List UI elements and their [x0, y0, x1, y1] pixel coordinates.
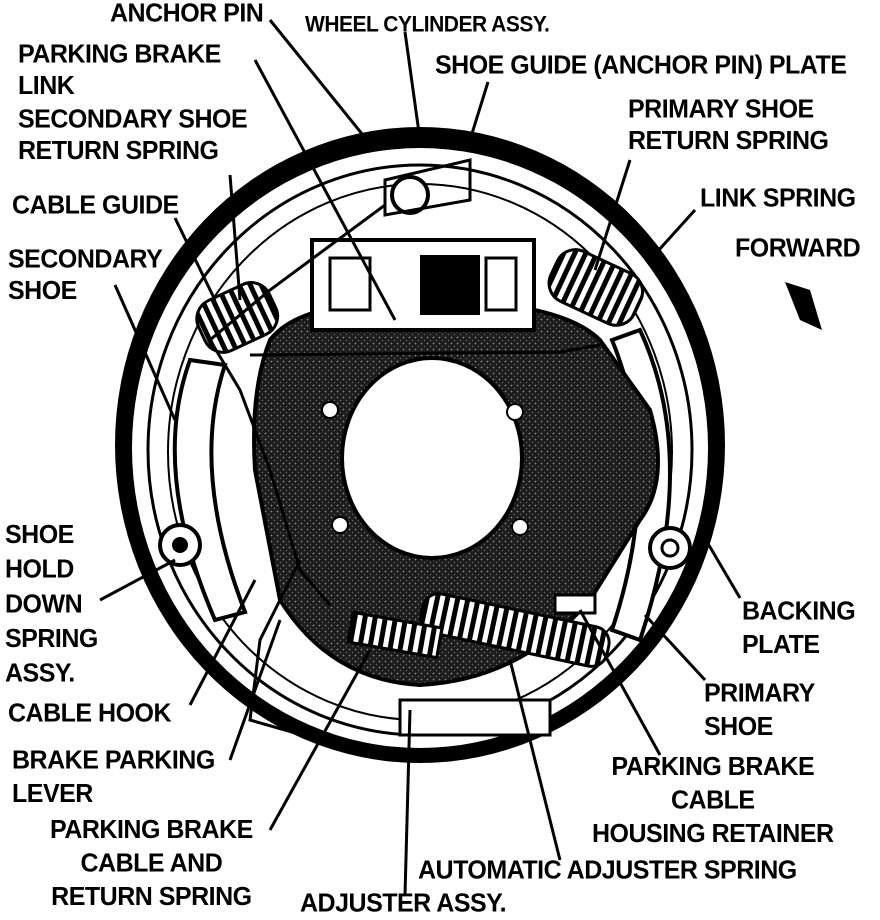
adjuster-assy-shape [346, 610, 552, 737]
label-cable-hook: CABLE HOOK [8, 698, 172, 728]
hold-down-spring-left [158, 523, 202, 567]
cable-housing-retainer-shape [553, 593, 597, 615]
label-secondary-shoe: SECONDARY SHOE [8, 244, 163, 306]
adjuster-spring [419, 592, 611, 668]
label-shoe-guide-plate: SHOE GUIDE (ANCHOR PIN) PLATE [435, 50, 847, 80]
label-link-spring: LINK SPRING [700, 183, 856, 213]
label-adjuster-assy: ADJUSTER ASSY. [300, 888, 507, 918]
label-primary-shoe-return-spring: PRIMARY SHOE RETURN SPRING [628, 94, 829, 156]
forward-arrow [785, 282, 822, 330]
label-anchor-pin: ANCHOR PIN [110, 0, 264, 28]
label-backing-plate: BACKING PLATE [742, 596, 856, 660]
label-automatic-adjuster-spring: AUTOMATIC ADJUSTER SPRING [418, 855, 797, 885]
label-forward: FORWARD [735, 233, 861, 263]
label-parking-brake-cable-housing-retainer: PARKING BRAKE CABLE HOUSING RETAINER [592, 751, 834, 849]
label-parking-brake-cable-and-return-spring: PARKING BRAKE CABLE AND RETURN SPRING [50, 814, 253, 912]
leader-lines [99, 19, 742, 896]
label-secondary-shoe-return-spring: SECONDARY SHOE RETURN SPRING [18, 104, 248, 166]
label-primary-shoe: PRIMARY SHOE [704, 678, 815, 742]
hold-down-spring-right [648, 526, 692, 570]
parking-brake-cable [208, 203, 601, 742]
wheel-cylinder [310, 238, 536, 332]
primary-return-spring [547, 248, 645, 327]
label-parking-brake-link: PARKING BRAKE LINK [18, 39, 221, 101]
label-shoe-hold-down-spring-assy: SHOE HOLD DOWN SPRING ASSY. [5, 519, 98, 688]
label-cable-guide: CABLE GUIDE [12, 190, 179, 220]
anchor-pin [383, 158, 472, 217]
label-wheel-cylinder-assy: WHEEL CYLINDER ASSY. [305, 12, 550, 37]
label-brake-parking-lever: BRAKE PARKING LEVER [12, 745, 215, 809]
